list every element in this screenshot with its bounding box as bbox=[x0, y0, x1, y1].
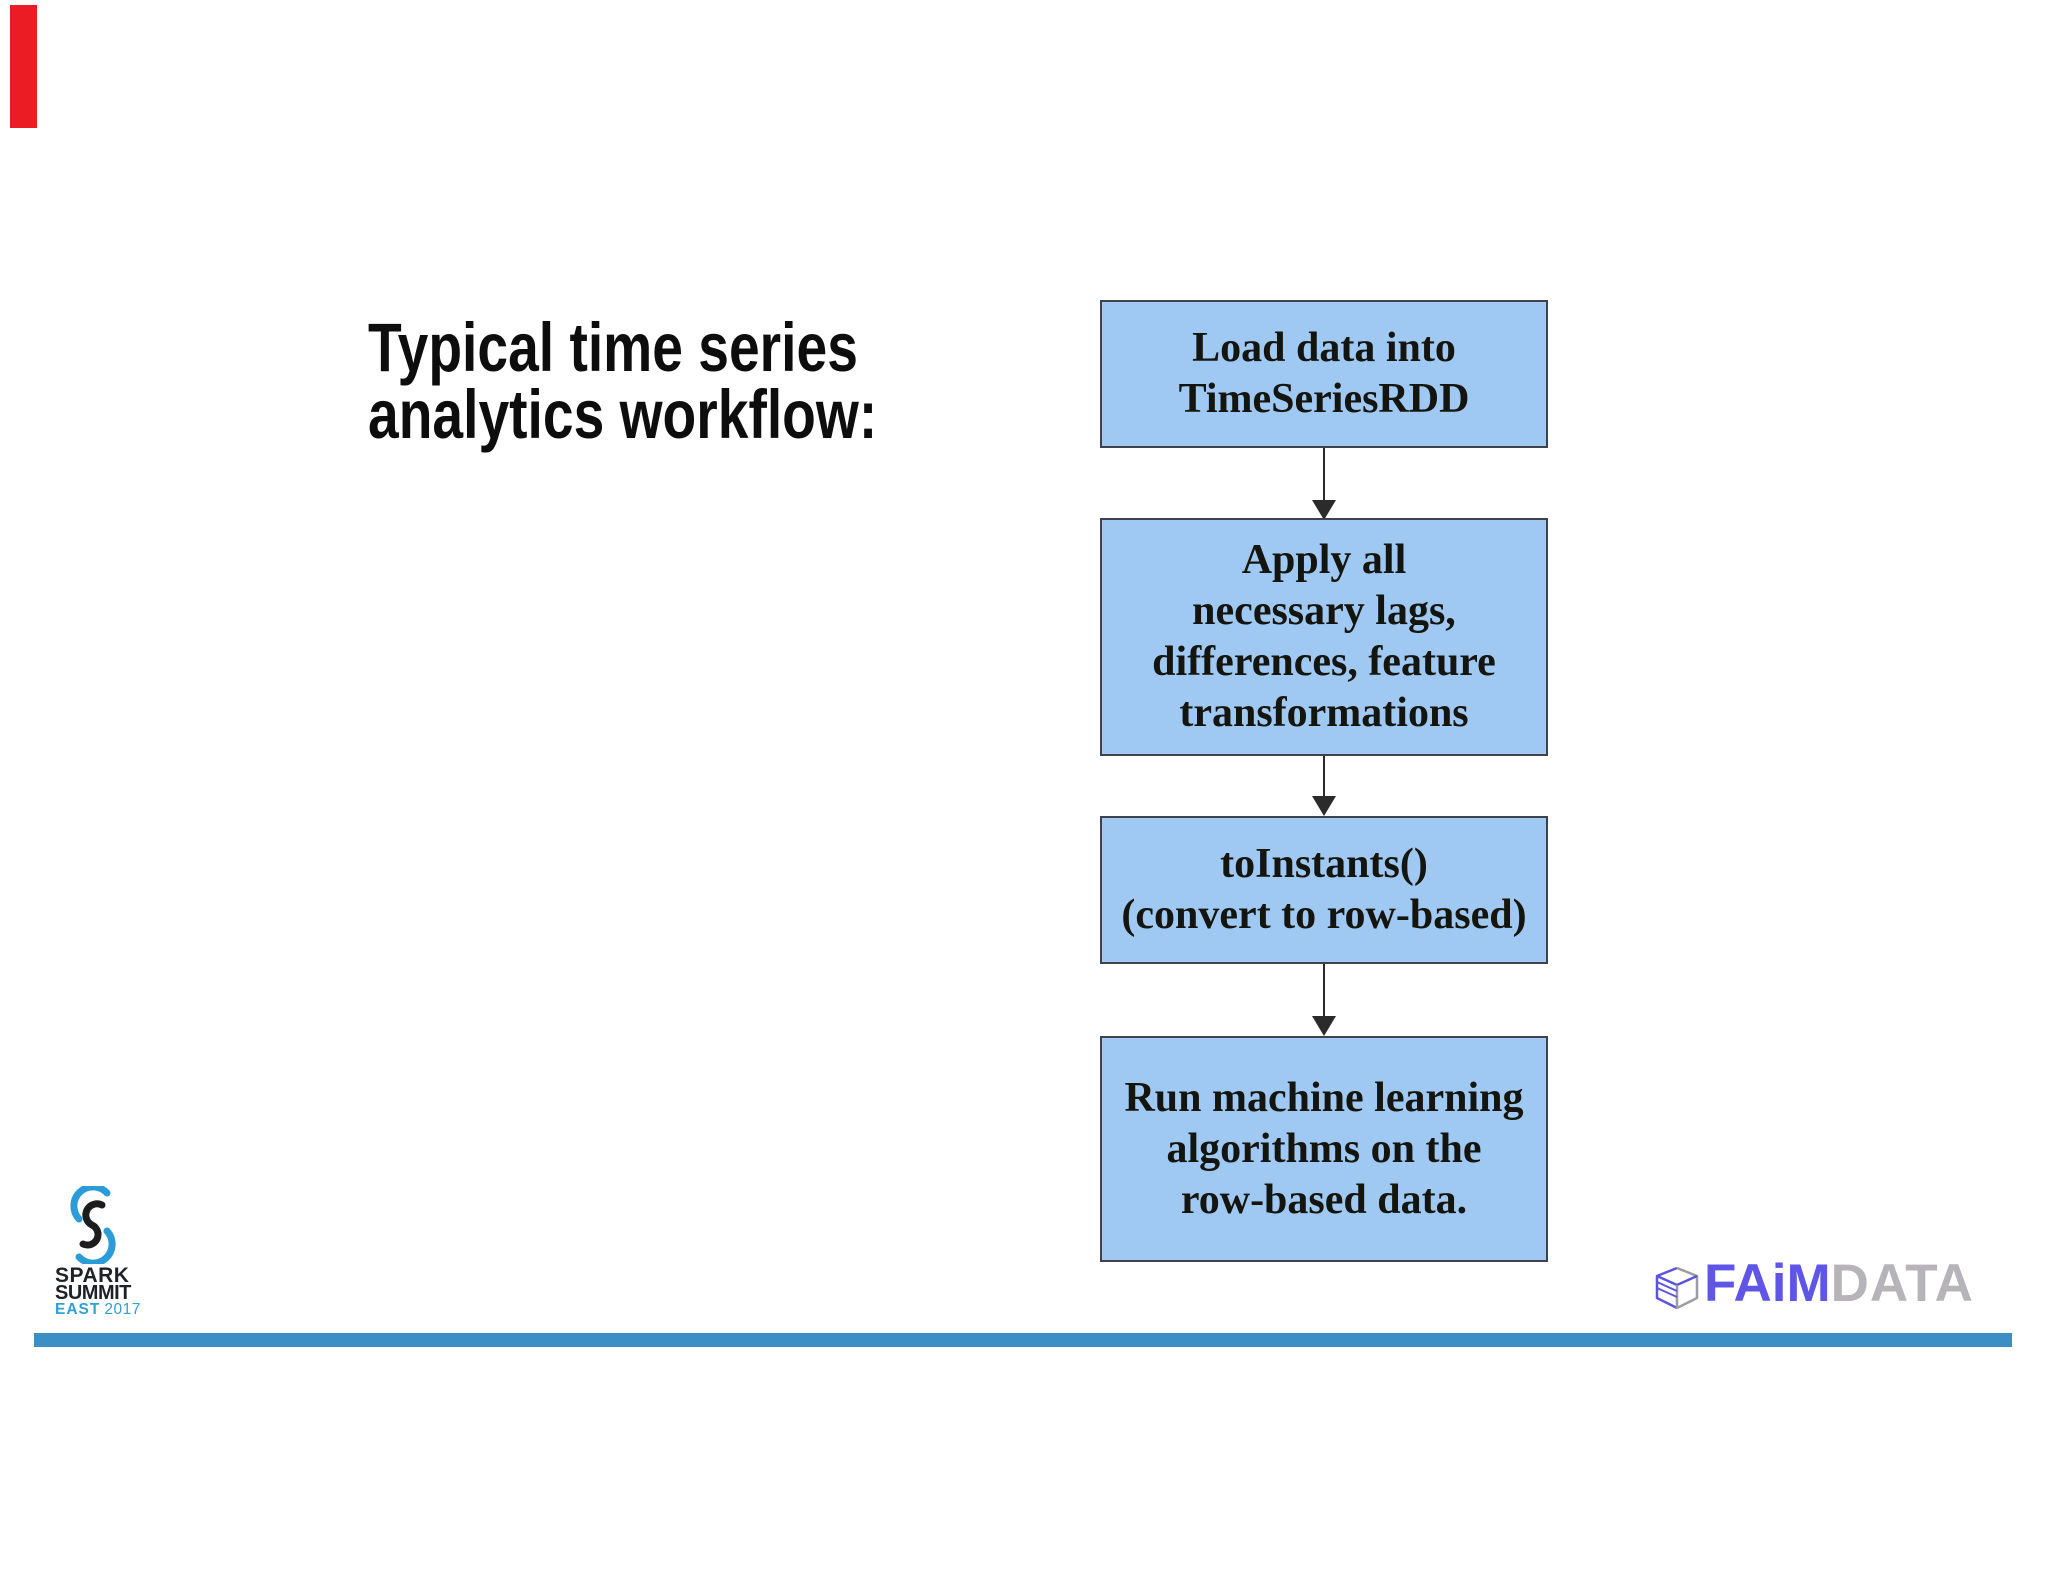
data-text: DATA bbox=[1830, 1254, 1974, 1313]
spark-logo-text-spark: SPARK bbox=[55, 1264, 130, 1287]
faimdata-cube-icon bbox=[1655, 1266, 1699, 1310]
spark-logo-year: 2017 bbox=[104, 1301, 141, 1318]
arrow-down-icon bbox=[1312, 500, 1336, 520]
spark-logo-east: EAST bbox=[55, 1301, 101, 1318]
bottom-accent-bar bbox=[34, 1333, 2012, 1347]
arrow-line bbox=[1323, 756, 1325, 798]
arrow-down-icon bbox=[1312, 1016, 1336, 1036]
flow-box-label: Apply all necessary lags, differences, f… bbox=[1152, 537, 1496, 736]
red-marker bbox=[10, 5, 37, 128]
spark-logo-text-summit: SUMMIT bbox=[55, 1282, 131, 1304]
flow-box-label: Load data into TimeSeriesRDD bbox=[1178, 325, 1470, 422]
slide-title: Typical time series analytics workflow: bbox=[368, 309, 878, 453]
spark-swirl-icon bbox=[70, 1186, 116, 1264]
arrow-line bbox=[1323, 964, 1325, 1018]
arrow-down-icon bbox=[1312, 796, 1336, 816]
faim-text: FAiM bbox=[1704, 1254, 1831, 1313]
flow-box-label: toInstants() (convert to row-based) bbox=[1121, 841, 1527, 938]
faimdata-logo: FAiMDATA bbox=[1650, 1256, 2010, 1316]
flow-box-label: Run machine learning algorithms on the r… bbox=[1124, 1074, 1524, 1223]
flow-box-run-ml: Run machine learning algorithms on the r… bbox=[1100, 1036, 1548, 1262]
flow-box-load-data: Load data into TimeSeriesRDD bbox=[1100, 300, 1548, 448]
arrow-line bbox=[1323, 448, 1325, 502]
faimdata-wordmark: FAiMDATA bbox=[1704, 1256, 1974, 1312]
flow-box-apply-lags: Apply all necessary lags, differences, f… bbox=[1100, 518, 1548, 756]
flow-box-toinstants: toInstants() (convert to row-based) bbox=[1100, 816, 1548, 964]
